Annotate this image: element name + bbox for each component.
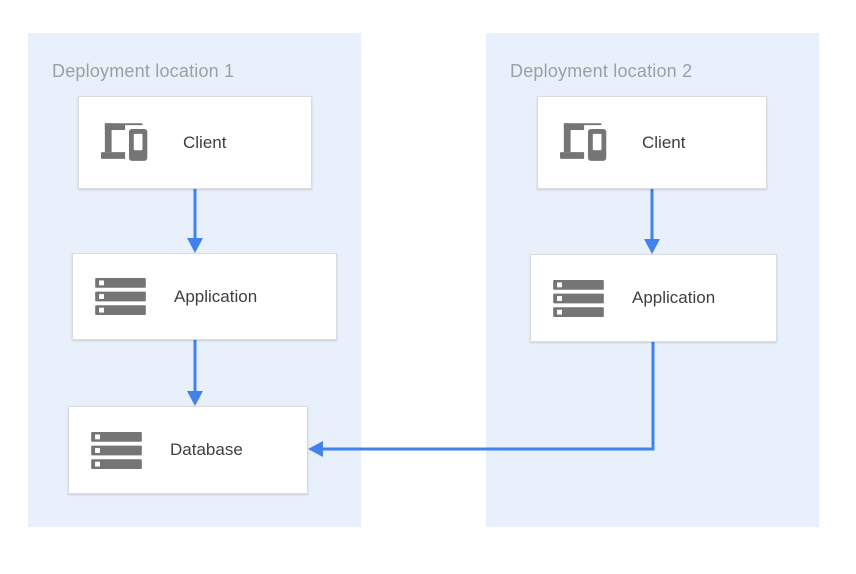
node-label: Application [174,286,258,306]
node-label: Client [642,132,686,152]
region-1-title: Deployment location 1 [52,61,235,81]
node-application-2: Application [530,254,777,342]
devices-icon [101,121,155,164]
node-label: Database [170,440,243,459]
node-database-1: Database [68,406,308,494]
server-stack-icon [95,278,146,315]
node-client-1: Client [78,96,312,189]
server-stack-icon [91,431,142,469]
node-label: Client [183,132,227,152]
node-label: Application [632,288,716,307]
devices-icon [560,121,614,164]
node-client-2: Client [537,96,767,189]
node-application-1: Application [72,253,337,340]
server-stack-icon [553,279,604,317]
region-2-title: Deployment location 2 [510,61,693,81]
